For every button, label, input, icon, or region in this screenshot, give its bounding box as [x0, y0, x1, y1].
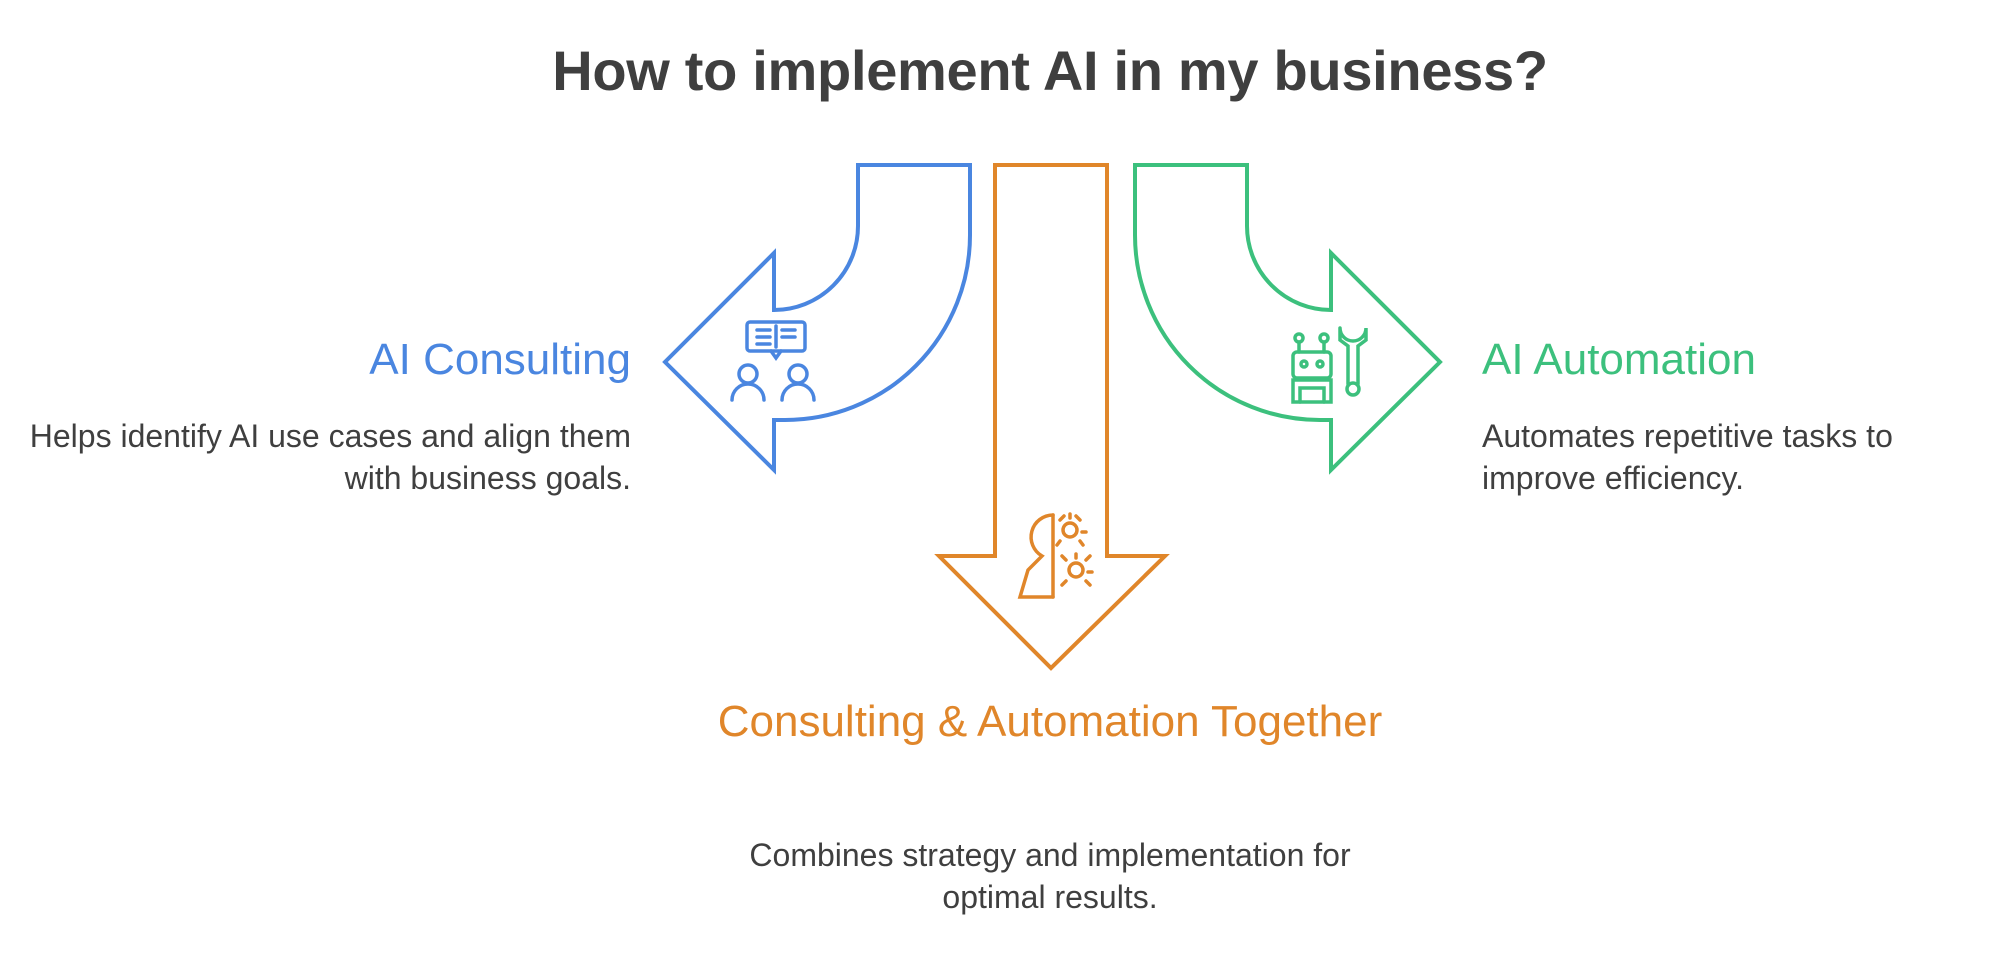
consulting-people-icon — [730, 320, 816, 402]
consulting-description: Helps identify AI use cases and align th… — [29, 418, 631, 496]
together-heading: Consulting & Automation Together — [717, 697, 1383, 746]
human-gear-head-icon — [1017, 512, 1094, 599]
automation-arrow — [1133, 163, 1443, 475]
automation-heading: AI Automation — [1482, 335, 1756, 384]
automation-description: Automates repetitive tasks to improve ef… — [1482, 418, 1893, 496]
together-description: Combines strategy and implementation for… — [749, 837, 1351, 915]
page-title: How to implement AI in my business? — [552, 39, 1548, 102]
consulting-heading: AI Consulting — [369, 335, 631, 384]
consulting-arrow — [662, 163, 972, 475]
robot-wrench-icon — [1291, 326, 1368, 404]
together-arrow — [934, 163, 1170, 671]
